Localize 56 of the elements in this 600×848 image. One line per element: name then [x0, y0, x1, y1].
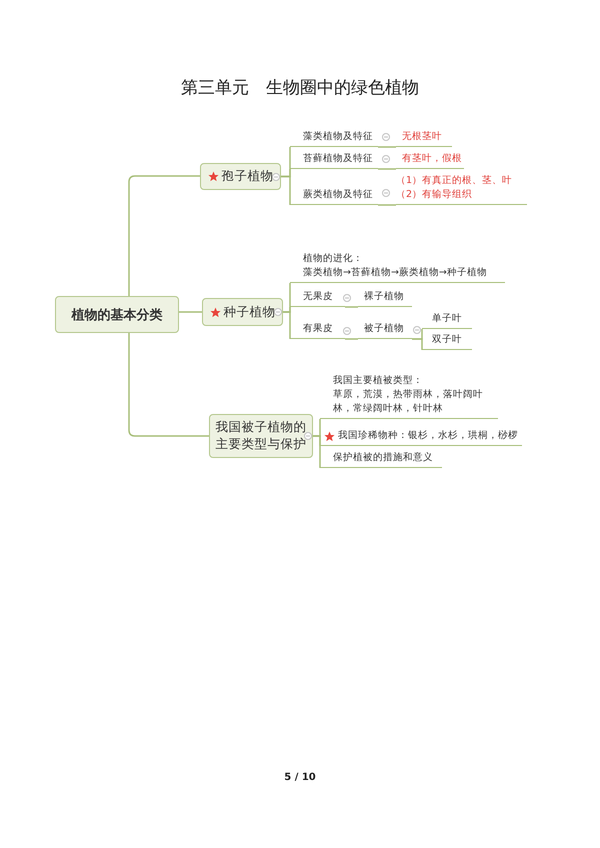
connector-line	[345, 306, 359, 308]
underlined-topic	[290, 289, 345, 307]
underlined-topic	[290, 129, 378, 147]
topic-text: （1）有真正的根、茎、叶	[396, 174, 514, 188]
page-number: 5 / 10	[283, 772, 317, 783]
connector-line	[412, 338, 423, 350]
topic-text: 种子植物	[224, 304, 276, 320]
connector-line	[378, 168, 397, 170]
topic-text: 蕨类植物及特征	[303, 188, 374, 202]
connector-line	[179, 311, 202, 313]
topic-text: 植物的进化：	[303, 252, 364, 266]
topic-text: 藻类植物及特征	[303, 130, 374, 144]
connector-line	[128, 333, 209, 437]
topic-text: 保护植被的措施和意义	[333, 451, 434, 465]
connector-line	[378, 146, 397, 148]
underlined-topic	[290, 251, 505, 283]
underlined-topic	[358, 321, 412, 339]
topic-text: 我国主要植被类型：	[333, 374, 424, 388]
topic-text: 藻类植物→苔藓植物→蕨类植物→种子植物	[303, 266, 488, 280]
topic-text: 裸子植物	[364, 290, 405, 304]
underlined-topic	[320, 450, 442, 468]
topic-text: 无根茎叶	[402, 130, 443, 144]
topic-text: 我国被子植物的主要类型与保护	[214, 419, 308, 453]
topic-box	[55, 296, 179, 333]
topic-text: 孢子植物	[222, 168, 274, 185]
page-title: 第三单元 生物圈中的绿色植物	[180, 77, 420, 99]
topic-text: 有果皮	[303, 322, 334, 336]
topic-text: 无果皮	[303, 290, 334, 304]
underlined-topic	[422, 311, 472, 329]
topic-text: 被子植物	[364, 322, 405, 336]
topic-text: 植物的基本分类	[72, 306, 162, 324]
underlined-topic	[290, 151, 378, 169]
topic-text: 苔藓植物及特征	[303, 152, 374, 166]
topic-box	[200, 163, 281, 190]
topic-text: 草原，荒漠，热带雨林，落叶阔叶林，常绿阔叶林，针叶林	[333, 388, 484, 416]
connector-line	[313, 435, 321, 468]
connector-line	[283, 311, 291, 339]
topic-box	[209, 414, 313, 458]
topic-text: 我国珍稀物种：银杉，水杉，珙桐，桫椤	[338, 429, 518, 443]
topic-text: 双子叶	[432, 333, 463, 347]
topic-text: 有茎叶，假根	[402, 152, 463, 166]
connector-line	[281, 176, 291, 205]
connector-line	[345, 338, 359, 340]
underlined-topic	[320, 372, 498, 419]
underlined-topic	[320, 428, 522, 446]
connector-line	[128, 175, 200, 296]
topic-text: （2）有输导组织	[396, 188, 474, 202]
topic-box	[202, 298, 283, 326]
underlined-topic	[290, 321, 345, 339]
topic-text: 单子叶	[432, 312, 463, 326]
underlined-topic	[358, 289, 412, 307]
underlined-topic	[396, 151, 464, 169]
underlined-topic	[290, 187, 378, 205]
connector-line	[378, 204, 397, 206]
underlined-topic	[396, 129, 452, 147]
underlined-topic	[422, 332, 472, 350]
